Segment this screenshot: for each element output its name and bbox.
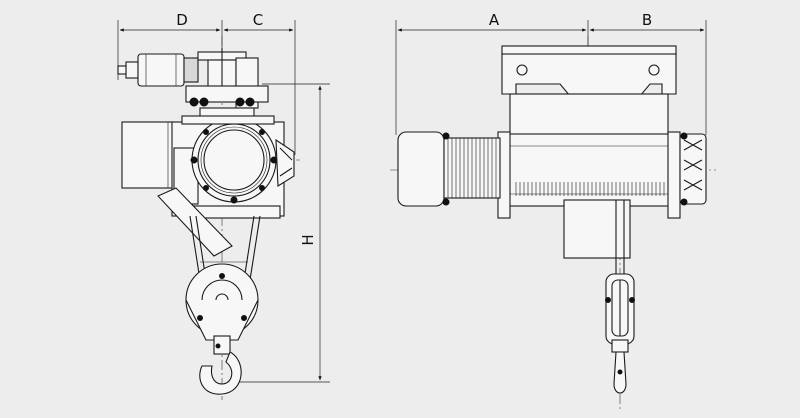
label-A: A [489, 11, 500, 29]
side-view-hoist [117, 36, 300, 400]
label-C: C [253, 11, 263, 29]
dimension-lines [117, 20, 707, 383]
label-D: D [176, 11, 188, 29]
front-view-hoist [390, 36, 716, 412]
label-B: B [642, 11, 652, 29]
drum-rope-hatching [515, 182, 665, 196]
motor-fins [447, 138, 497, 198]
label-H: H [299, 234, 317, 245]
